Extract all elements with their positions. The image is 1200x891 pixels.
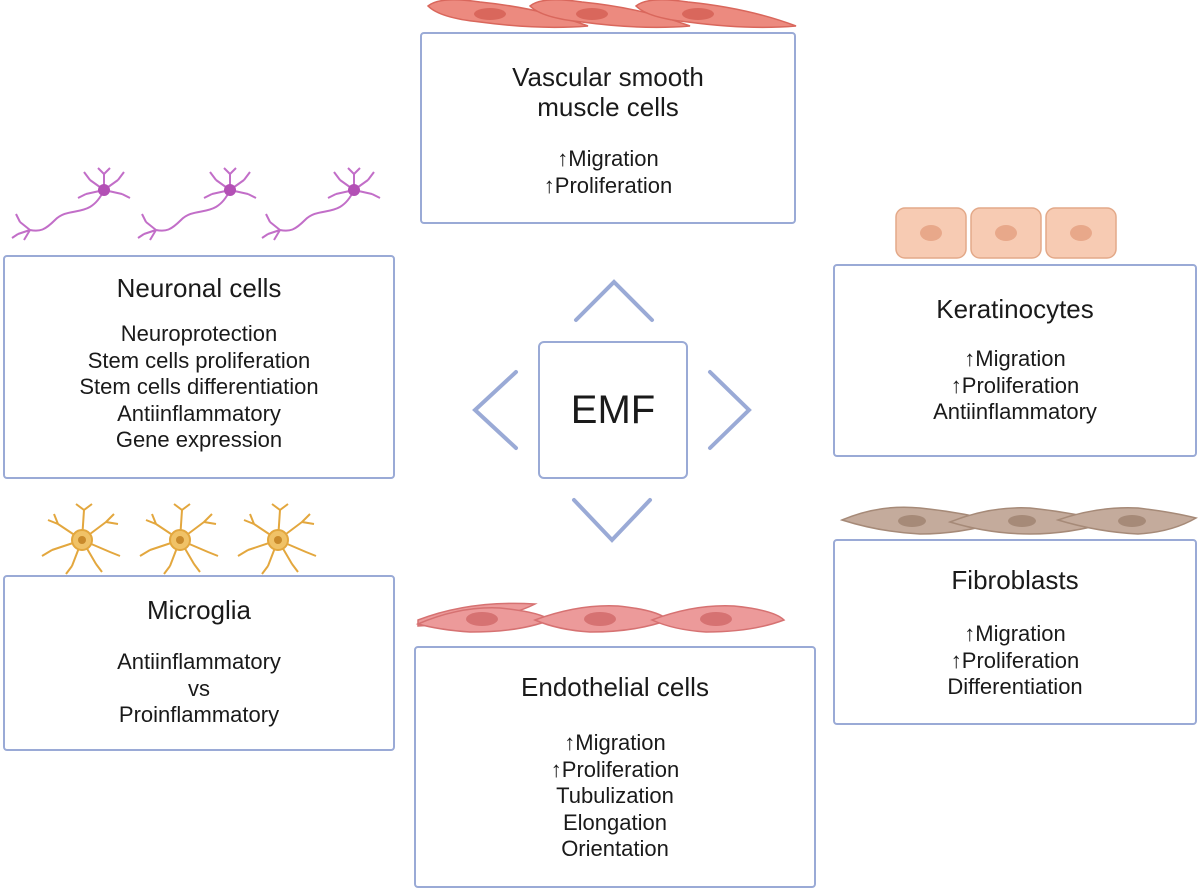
endothelial-cell-icons bbox=[415, 602, 786, 633]
arrow-right-icon bbox=[708, 370, 752, 450]
vascular-item: ↑Migration bbox=[557, 146, 659, 171]
fibroblast-icons bbox=[839, 506, 1198, 535]
fibroblasts-item: Differentiation bbox=[947, 674, 1083, 699]
keratinocytes-title: Keratinocytes bbox=[936, 294, 1094, 324]
keratinocyte-icons bbox=[895, 207, 1117, 259]
fibroblasts-box: Fibroblasts ↑Migration ↑Proliferation Di… bbox=[833, 539, 1197, 725]
endothelial-item: ↑Proliferation bbox=[550, 756, 680, 782]
keratinocytes-item: Antiinflammatory bbox=[933, 399, 1097, 424]
emf-label: EMF bbox=[570, 387, 656, 432]
neuronal-cells-box: Neuronal cells Neuroprotection Stem cell… bbox=[3, 255, 395, 479]
endothelial-item: Tubulization bbox=[556, 783, 674, 808]
endothelial-item: Orientation bbox=[561, 836, 669, 861]
neuronal-item: Gene expression bbox=[115, 427, 283, 452]
emf-box: EMF bbox=[538, 341, 688, 479]
microglia-item: vs bbox=[188, 675, 210, 701]
arrow-down-icon bbox=[572, 498, 652, 543]
microglia-item: Antiinflammatory bbox=[117, 649, 281, 674]
fibroblasts-item: ↑Migration bbox=[964, 621, 1066, 646]
neuronal-item: Neuroprotection bbox=[120, 321, 278, 346]
keratinocytes-item: ↑Proliferation bbox=[950, 372, 1080, 398]
vascular-title: Vascular smooth muscle cells bbox=[512, 62, 704, 122]
endothelial-title: Endothelial cells bbox=[521, 672, 709, 702]
keratinocytes-box: Keratinocytes ↑Migration ↑Proliferation … bbox=[833, 264, 1197, 457]
endothelial-cells-box: Endothelial cells ↑Migration ↑Proliferat… bbox=[414, 646, 816, 888]
keratinocytes-item: ↑Migration bbox=[964, 346, 1066, 371]
arrow-left-icon bbox=[472, 370, 518, 450]
microglia-item: Proinflammatory bbox=[118, 702, 280, 727]
vascular-item: ↑Proliferation bbox=[543, 172, 673, 198]
neuronal-item: Stem cells proliferation bbox=[87, 347, 311, 373]
arrow-up-icon bbox=[574, 279, 654, 322]
neuronal-item: Antiinflammatory bbox=[117, 400, 281, 426]
fibroblasts-title: Fibroblasts bbox=[951, 565, 1079, 595]
neuronal-title: Neuronal cells bbox=[116, 273, 282, 303]
fibroblasts-item: ↑Proliferation bbox=[950, 647, 1080, 673]
emf-arrows bbox=[472, 279, 752, 543]
microglia-title: Microglia bbox=[146, 595, 252, 625]
endothelial-item: Elongation bbox=[563, 809, 667, 835]
vascular-smooth-muscle-box: Vascular smooth muscle cells ↑Migration … bbox=[420, 32, 796, 224]
microglia-icons bbox=[41, 503, 317, 575]
endothelial-item: ↑Migration bbox=[564, 730, 666, 755]
neuron-icons bbox=[11, 167, 381, 241]
smooth-muscle-cell-icons bbox=[426, 0, 797, 29]
microglia-box: Microglia Antiinflammatory vs Proinflamm… bbox=[3, 575, 395, 751]
neuronal-item: Stem cells differentiation bbox=[79, 374, 319, 399]
